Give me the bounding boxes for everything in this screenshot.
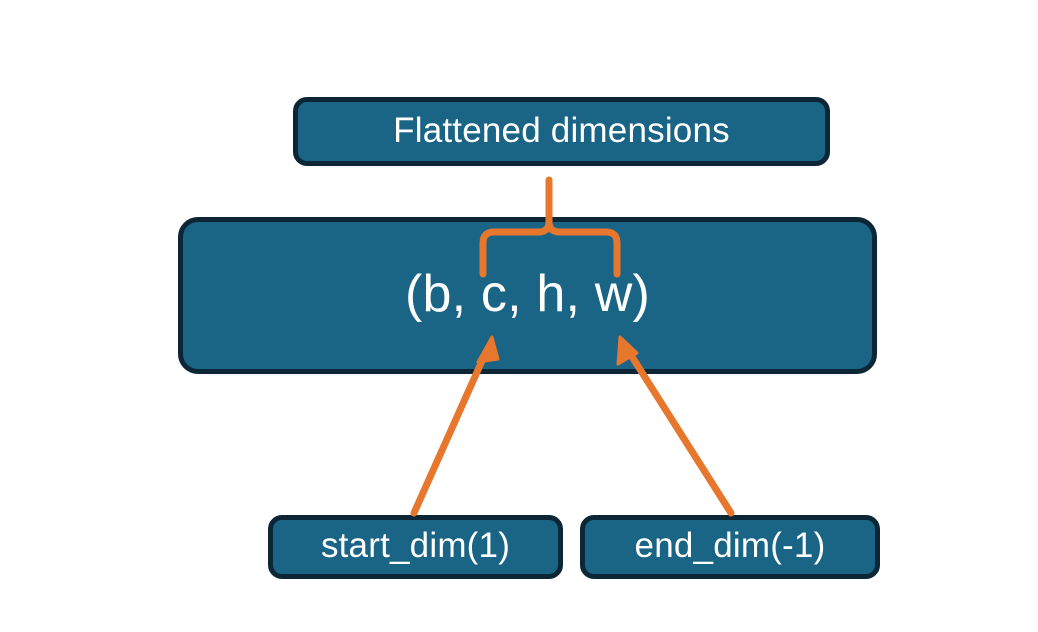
node-flattened-dimensions-label: Flattened dimensions: [393, 110, 730, 150]
node-flattened-dimensions[interactable]: Flattened dimensions: [293, 97, 830, 166]
node-start-dim-label: start_dim(1): [320, 526, 511, 565]
node-end-dim[interactable]: end_dim(-1): [580, 515, 880, 579]
node-tensor-shape[interactable]: (b, c, h, w): [178, 217, 877, 374]
node-end-dim-label: end_dim(-1): [634, 526, 826, 565]
node-tensor-shape-label: (b, c, h, w): [404, 265, 651, 323]
node-start-dim[interactable]: start_dim(1): [268, 515, 563, 579]
